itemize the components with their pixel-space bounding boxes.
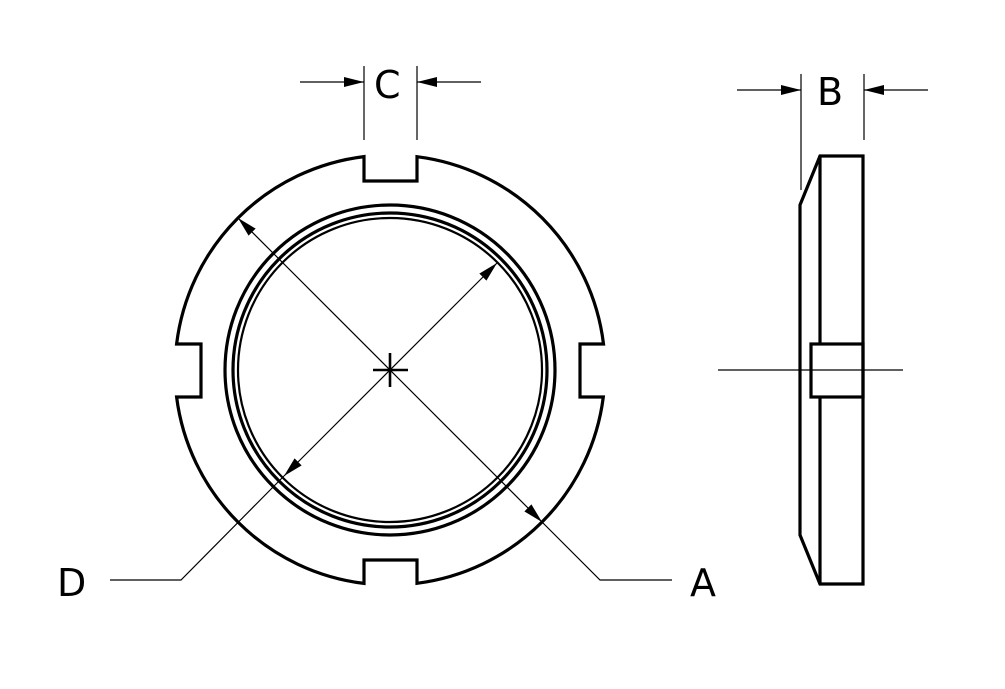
outer-slotted-profile — [174, 154, 606, 586]
bore-middle-circle — [231, 211, 549, 529]
dimension-d-line — [283, 262, 498, 477]
dimension-a-leader — [541, 521, 672, 581]
dimension-d-leader — [110, 475, 285, 581]
bore-outer-circle — [223, 203, 557, 537]
label-b: B — [817, 70, 843, 114]
label-a: A — [690, 561, 716, 605]
label-d: D — [57, 561, 86, 605]
side-view — [718, 74, 928, 586]
label-c: C — [374, 63, 401, 107]
front-view — [110, 66, 672, 586]
